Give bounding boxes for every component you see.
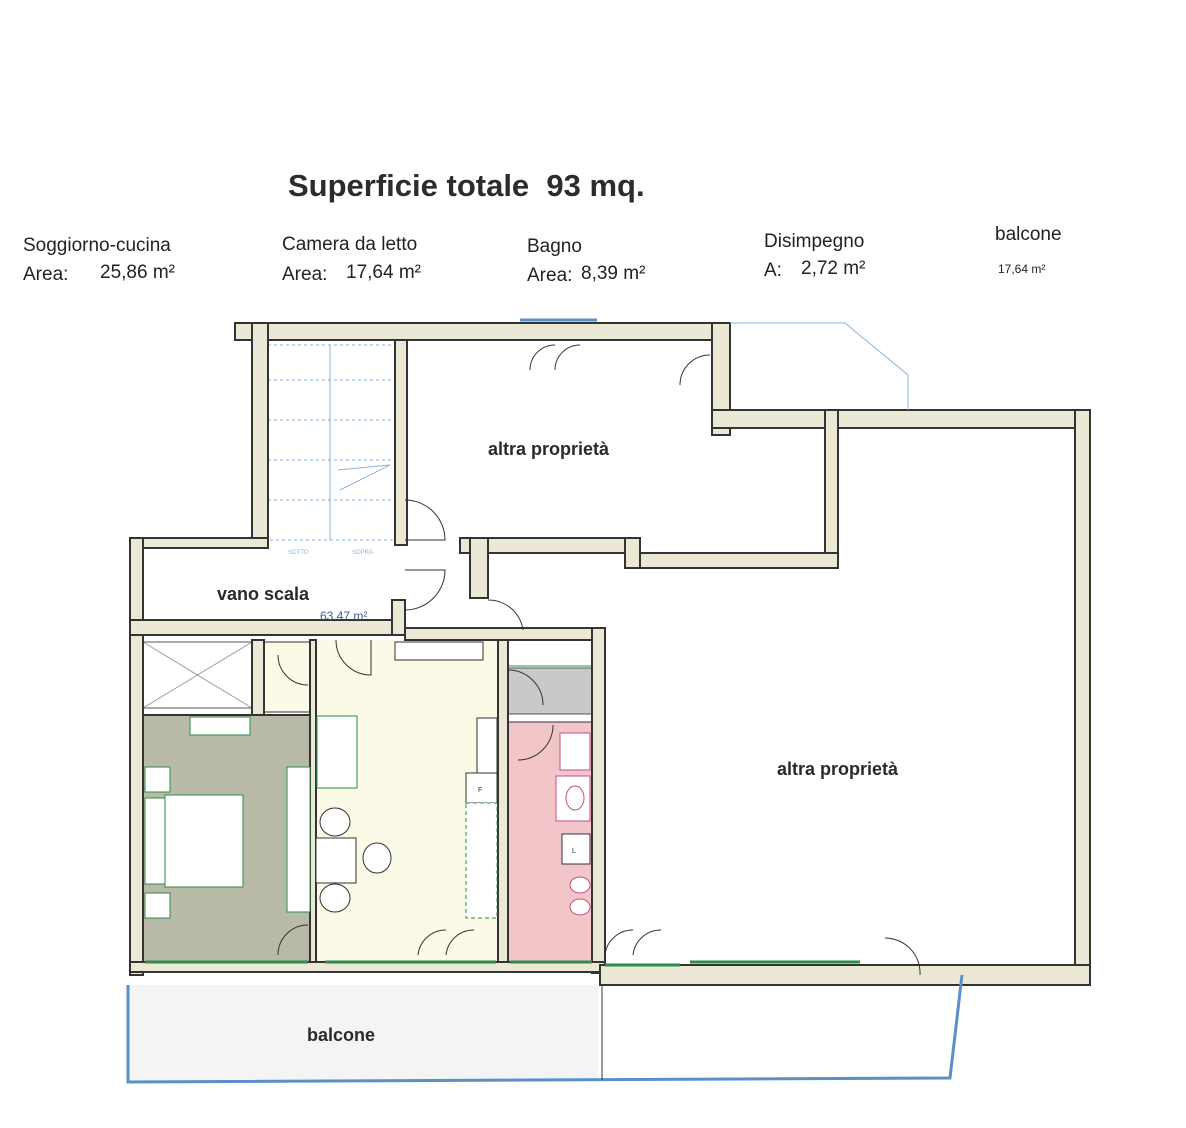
balcony-outline <box>126 974 964 1084</box>
windows <box>145 318 860 967</box>
staircase: SOTTO SOPRA <box>267 344 396 556</box>
storage-floor <box>507 667 593 715</box>
kitchen-counter <box>465 802 498 919</box>
doors <box>277 344 921 976</box>
shelf-unit <box>507 639 593 667</box>
toilet <box>569 876 591 894</box>
legend-camera-area-label: Area: <box>282 264 328 285</box>
balcony-top-outline <box>730 322 909 410</box>
legend-bagno-area-label: Area: <box>527 265 573 286</box>
legend-camera-name: Camera da letto <box>282 234 418 255</box>
legend-bagno-name: Bagno <box>527 236 582 257</box>
armchair <box>316 715 358 789</box>
bedroom-dresser <box>189 716 251 736</box>
room-label-vano-scala: vano scala <box>217 584 310 604</box>
room-label-altra-proprieta-top: altra proprietà <box>488 439 610 459</box>
dining-table <box>315 837 357 884</box>
washer-mark: L <box>572 848 576 855</box>
legend-bagno-area: 8,39 m² <box>581 263 646 284</box>
legend-disimpegno-area-label: A: <box>764 260 782 281</box>
legend-soggiorno-name: Soggiorno-cucina <box>23 235 171 256</box>
stair-up-label: SOPRA <box>352 550 373 556</box>
nightstand <box>144 766 171 793</box>
bidet <box>569 898 591 916</box>
room-label-altra-proprieta-right: altra proprietà <box>777 759 899 779</box>
nightstand <box>144 892 171 919</box>
wardrobe <box>286 766 311 913</box>
vano-scala-area: 63,47 m² <box>320 609 367 623</box>
legend-balcone-area: 17,64 m² <box>998 262 1046 276</box>
walls <box>129 322 1091 986</box>
legend-soggiorno-area-label: Area: <box>23 264 69 285</box>
x-box-shaft <box>142 641 253 709</box>
balcony-floor <box>128 985 598 1082</box>
fridge <box>465 772 498 804</box>
legend-camera-area: 17,64 m² <box>346 262 421 283</box>
double-bed <box>164 794 244 888</box>
furniture: F L <box>144 641 591 919</box>
shower <box>559 732 591 771</box>
washing-machine <box>561 833 591 865</box>
page-title: Superficie totale 93 mq. <box>288 168 645 203</box>
legend-disimpegno-area: 2,72 m² <box>801 258 866 279</box>
room-label-balcone: balcone <box>307 1025 375 1045</box>
kitchen-cabinet <box>394 641 484 661</box>
stair-down-label: SOTTO <box>288 550 309 556</box>
legend-soggiorno-area: 25,86 m² <box>100 262 175 283</box>
sink <box>555 775 591 822</box>
legend-balcone-name: balcone <box>995 224 1062 245</box>
fridge-mark: F <box>478 787 482 794</box>
legend-disimpegno-name: Disimpegno <box>764 231 865 252</box>
